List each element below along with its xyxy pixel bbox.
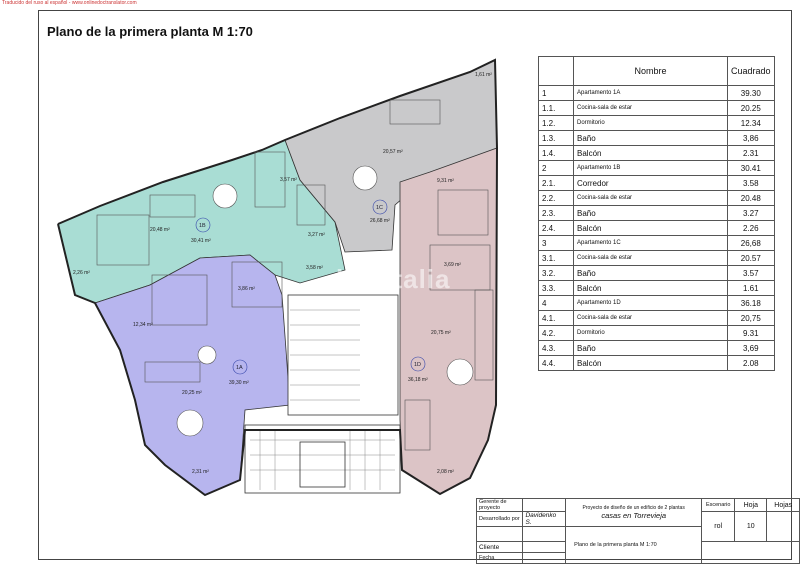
tb-gerente: Gerente de proyecto — [475, 498, 524, 512]
area-1234: 12,34 m² — [133, 322, 153, 328]
tb-hojas-label: Hojas — [766, 498, 800, 512]
apartment-1d-area — [399, 147, 498, 495]
area-327: 3,27 m² — [308, 232, 325, 238]
sofa-1b — [149, 194, 196, 218]
label-1a: 1A — [236, 365, 243, 371]
outer-wall — [57, 58, 499, 497]
sofa-1a — [144, 361, 201, 383]
bath-1b — [254, 151, 286, 208]
area-2075: 20,75 m² — [431, 330, 451, 336]
label-1d: 1D — [414, 362, 421, 368]
table-1b — [212, 183, 238, 209]
tb-project-name: casas en Torrevieja — [601, 511, 667, 520]
table-1c — [352, 165, 378, 191]
label-1b: 1B — [199, 223, 206, 229]
label-1d-area: 36,18 m² — [408, 377, 428, 383]
area-2048: 20,48 m² — [150, 227, 170, 233]
round-1a — [197, 345, 217, 365]
drawing-frame — [38, 10, 792, 560]
title-block: Gerente de proyecto Proyecto de diseño d… — [475, 498, 800, 564]
header-name: Nombre — [573, 56, 728, 86]
tb-desarrollado: Desarrollado por — [475, 511, 524, 527]
area-208: 2,08 m² — [437, 469, 454, 475]
area-931: 9,31 m² — [437, 178, 454, 184]
tb-fecha: Fecha — [475, 552, 524, 564]
area-369: 3,69 m² — [444, 262, 461, 268]
area-386: 3,86 m² — [238, 286, 255, 292]
tb-project-desc: Proyecto de diseño de un edificio de 2 p… — [565, 498, 703, 527]
bath-1a — [231, 261, 283, 308]
kitchen-1d — [474, 289, 494, 381]
tb-sheet-title: Plano de la primera planta M 1:70 — [565, 526, 703, 564]
label-1c: 1C — [376, 205, 383, 211]
sofa-1c — [389, 99, 441, 125]
area-226: 2,26 m² — [73, 270, 90, 276]
site-watermark: habitalia — [336, 264, 451, 294]
stair-lower — [244, 424, 401, 494]
header-area: Cuadrado — [727, 56, 775, 86]
label-1c-area: 26,68 m² — [370, 218, 390, 224]
marker-1c — [372, 199, 388, 215]
area-161: 1,61 m² — [475, 72, 492, 78]
bath-1c — [296, 184, 326, 226]
marker-1d — [410, 356, 426, 372]
table-header-row: Nombre Cuadrado — [538, 56, 775, 86]
area-2057: 20,57 m² — [383, 149, 403, 155]
bed-1b — [96, 214, 150, 266]
tb-hoja-val: 10 — [734, 511, 768, 542]
tb-project-desc-text: Proyecto de diseño de un edificio de 2 p… — [582, 505, 685, 511]
area-357: 3,57 m² — [280, 177, 297, 183]
label-1b-area: 30,41 m² — [191, 238, 211, 244]
bath-1d — [429, 244, 491, 291]
marker-1b — [195, 217, 211, 233]
tb-hoja-label: Hoja — [734, 498, 768, 512]
bed-1d — [437, 189, 489, 236]
table-1d — [446, 358, 474, 386]
label-1a-area: 39,30 m² — [229, 380, 249, 386]
translation-note: Traducido del ruso al español - www.onli… — [2, 0, 137, 6]
tb-cliente: Cliente — [475, 541, 524, 553]
tb-author: Davidenko S. — [522, 511, 567, 527]
page-title: Plano de la primera planta M 1:70 — [47, 24, 253, 39]
table-1a — [176, 409, 204, 437]
elevator — [299, 441, 346, 488]
area-231: 2,31 m² — [192, 469, 209, 475]
tb-escenario-label: Escenario — [701, 498, 736, 512]
area-358: 3,58 m² — [306, 265, 323, 271]
tb-escenario-val: rol — [701, 511, 736, 542]
marker-1a — [232, 359, 248, 375]
area-2025: 20,25 m² — [182, 390, 202, 396]
header-num — [538, 56, 574, 86]
bed-1a — [151, 274, 208, 326]
sofa-1d — [404, 399, 431, 451]
